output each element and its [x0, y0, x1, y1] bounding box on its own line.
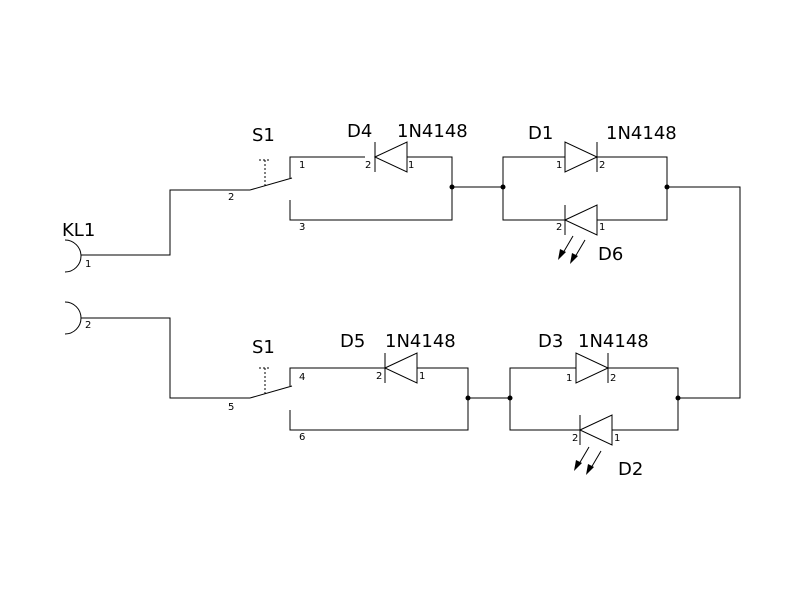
wire-to-d6 — [502, 187, 565, 221]
connector-ref-label: KL1 — [62, 220, 95, 241]
diode-ref-label: D6 — [598, 244, 623, 265]
switch-pin-no: 4 — [299, 372, 305, 383]
led-d6: 2 1 D6 — [556, 204, 623, 265]
connector-pin2-socket — [64, 301, 82, 335]
led-d2: 2 1 D2 — [572, 414, 643, 480]
wire-s1-1-to-d4 — [289, 156, 365, 178]
diode-d3: D3 1N4148 1 2 — [538, 331, 649, 384]
junction-dot — [449, 184, 455, 190]
bottom-branch: S1 5 4 6 D5 1N4148 2 1 — [81, 317, 681, 480]
diode-triangle — [578, 414, 613, 446]
switch-pin-nc: 6 — [299, 432, 305, 443]
emission-arrow-head — [586, 464, 594, 475]
wire-to-d1 — [502, 156, 565, 187]
wire-kl1-2-to-s1 — [81, 317, 250, 399]
diode-pin-right: 2 — [610, 373, 616, 384]
wire-from-d1 — [597, 156, 668, 187]
diode-pin-right: 1 — [614, 433, 620, 444]
diode-triangle — [563, 204, 598, 236]
diode-pin-right: 2 — [599, 160, 605, 171]
light-emission-arrows-icon — [558, 235, 586, 264]
diode-value-label: 1N4148 — [385, 331, 456, 352]
switch-ref-label: S1 — [252, 337, 275, 358]
switch-pin-common: 2 — [228, 192, 234, 203]
switch-pin-common: 5 — [228, 402, 234, 413]
switch-blade — [249, 385, 293, 399]
diode-ref-label: D2 — [618, 459, 643, 480]
diode-pin-right: 1 — [408, 160, 414, 171]
connector-pin1-label: 1 — [85, 259, 91, 270]
connector-pin1-socket — [64, 239, 82, 273]
wire-from-d3 — [608, 367, 679, 398]
switch-s1-top: S1 2 1 3 — [228, 125, 305, 233]
emission-arrow-head — [558, 249, 566, 260]
diode-pin-right: 1 — [419, 371, 425, 382]
wire-s1-6-return — [289, 398, 469, 431]
switch-ref-label: S1 — [252, 125, 275, 146]
top-branch: S1 2 1 3 D4 1N4148 2 1 — [81, 121, 741, 399]
emission-arrow-shaft — [578, 446, 590, 465]
wire-kl1-1-to-s1 — [81, 189, 250, 256]
wire-s1-4-to-d5 — [289, 367, 385, 386]
diode-pin-left: 1 — [566, 373, 572, 384]
diode-value-label: 1N4148 — [606, 123, 677, 144]
junction-dot — [675, 395, 681, 401]
emission-arrow-shaft — [562, 235, 574, 254]
emission-arrow-shaft — [574, 239, 586, 258]
diode-d5: D5 1N4148 2 1 — [340, 331, 456, 384]
wire-from-d6 — [597, 187, 668, 221]
wire-from-d2 — [612, 398, 679, 431]
diode-value-label: 1N4148 — [578, 331, 649, 352]
diode-pin-left: 1 — [556, 160, 562, 171]
junction-dot — [465, 395, 471, 401]
switch-pin-nc: 3 — [299, 222, 305, 233]
diode-ref-label: D4 — [347, 121, 372, 142]
wire-to-d3 — [509, 367, 576, 398]
connector-kl1: KL1 1 2 — [62, 220, 95, 335]
diode-ref-label: D3 — [538, 331, 563, 352]
wire-s1-3-return — [289, 187, 453, 221]
emission-arrow-head — [570, 253, 578, 264]
wire-d5-to-junction — [417, 367, 469, 398]
diode-value-label: 1N4148 — [397, 121, 468, 142]
connector-pin2-label: 2 — [85, 320, 91, 331]
emission-arrow-shaft — [590, 450, 602, 469]
diode-triangle — [575, 352, 610, 384]
diode-pin-right: 1 — [599, 222, 605, 233]
diode-pin-left: 2 — [556, 222, 562, 233]
switch-s1-bottom: S1 5 4 6 — [228, 337, 305, 443]
diode-pin-left: 2 — [365, 160, 371, 171]
diode-triangle — [383, 352, 418, 384]
diode-triangle — [373, 141, 408, 173]
diode-ref-label: D1 — [528, 123, 553, 144]
wire-d4-to-junction — [407, 156, 453, 187]
emission-arrow-head — [574, 460, 582, 471]
diode-pin-left: 2 — [376, 371, 382, 382]
light-emission-arrows-icon — [574, 446, 602, 475]
diode-ref-label: D5 — [340, 331, 365, 352]
wire-right-rail — [667, 186, 741, 399]
diode-d1: D1 1N4148 1 2 — [528, 123, 677, 173]
wire-to-d2 — [509, 398, 580, 431]
diode-triangle — [564, 141, 599, 173]
diode-d4: D4 1N4148 2 1 — [347, 121, 468, 173]
switch-pin-no: 1 — [299, 160, 305, 171]
switch-blade — [249, 177, 293, 191]
diode-pin-left: 2 — [572, 433, 578, 444]
